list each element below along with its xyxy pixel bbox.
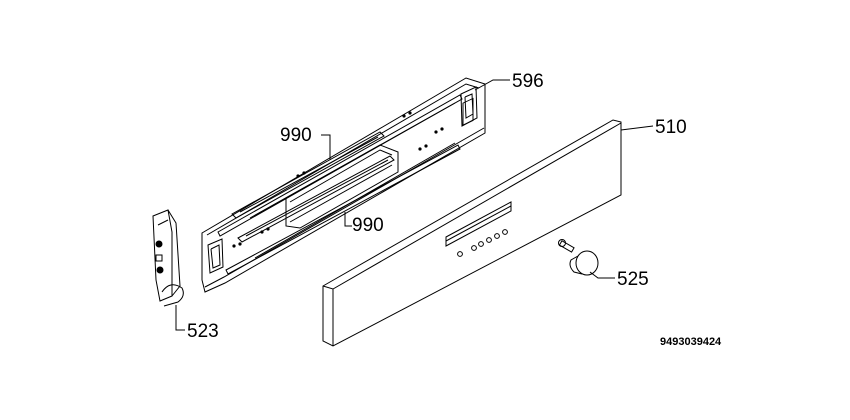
knob-shaft-tip <box>558 239 566 247</box>
frame-centre-bracket-detail <box>289 164 393 223</box>
control-panel <box>322 119 622 347</box>
part-label-523: 523 <box>187 321 219 342</box>
panel-display-divider <box>445 205 512 242</box>
frame-window-right-outline <box>460 86 478 127</box>
part-label-596: 596 <box>512 71 544 92</box>
knob <box>558 239 599 276</box>
knob-shaft <box>558 240 575 253</box>
frame-outline <box>201 77 486 293</box>
panel-button <box>502 229 508 235</box>
document-number: 9493039424 <box>660 336 722 348</box>
side-bracket <box>152 209 184 307</box>
part-label-525: 525 <box>617 269 649 290</box>
leader-525 <box>589 271 615 279</box>
knob-body <box>569 255 583 275</box>
panel-button <box>471 245 477 251</box>
frame-window-right-detail <box>464 93 474 119</box>
frame-centre-bracket-detail <box>289 149 393 203</box>
frame-centre-bracket <box>285 144 399 229</box>
part-label-990-upper: 990 <box>280 125 312 146</box>
panel-button <box>486 237 492 243</box>
panel-button <box>478 241 484 247</box>
part-label-990-lower: 990 <box>352 215 384 236</box>
frame-rib <box>254 142 456 259</box>
leader-990-upper <box>321 134 331 160</box>
frame-window-left-detail <box>210 244 221 269</box>
leader-510 <box>620 125 654 131</box>
frame-slot-bottom <box>225 144 461 275</box>
leader-596 <box>474 79 510 91</box>
leader-990-lower <box>344 212 352 227</box>
frame-inner-edge <box>206 83 480 236</box>
panel-button <box>457 251 463 257</box>
leader-lines <box>175 79 654 331</box>
frame-holes <box>232 111 444 248</box>
frame-window-left <box>207 238 224 274</box>
rail-lower <box>237 155 395 243</box>
panel-display-window <box>445 201 512 247</box>
panel-buttons <box>457 229 508 257</box>
rail-upper <box>231 131 385 219</box>
frame-slot-top <box>217 94 463 237</box>
panel-front-face <box>322 119 622 347</box>
knob-face <box>575 250 599 276</box>
part-label-510: 510 <box>655 117 687 138</box>
leader-523 <box>175 305 185 331</box>
frame-assembly <box>201 77 486 293</box>
panel-button <box>494 233 500 239</box>
